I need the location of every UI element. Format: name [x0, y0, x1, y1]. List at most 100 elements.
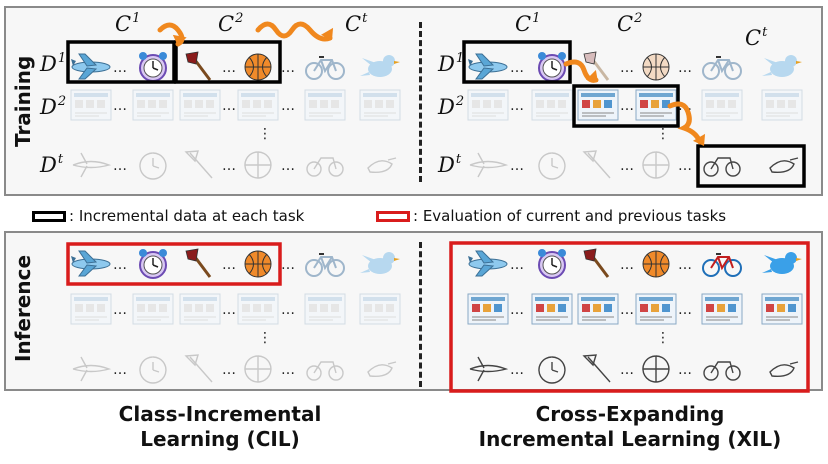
xil-inf-ellipsis: …: [620, 302, 634, 318]
axe-icon-cil-inf-d3-c3: [184, 354, 213, 383]
xil-inf-ellipsis: …: [620, 362, 634, 378]
bicycle-icon-xil-train-d3-c5: [703, 157, 741, 177]
legend-red-box-swatch: [376, 210, 410, 222]
cil-train-ellipsis: …: [113, 60, 127, 76]
cil-train-ellipsis: …: [281, 98, 295, 114]
alarm-clock-icon-xil-train-d3-c2: [538, 152, 566, 180]
bird-icon-cil-inf-d2-c6: [359, 293, 401, 325]
cil-inf-ellipsis: …: [113, 362, 127, 378]
xil-inf-ellipsis: …: [678, 362, 692, 378]
alarm-clock-icon-xil-train-d2-c2: [531, 89, 573, 121]
cil-inf-ellipsis: …: [113, 302, 127, 318]
bicycle-icon-cil-inf-d2-c5: [304, 293, 346, 325]
bicycle-icon-cil-inf-d1-c5: [305, 253, 345, 277]
xil-arrow-2-t: [667, 101, 703, 145]
inference-divider: [419, 242, 422, 387]
cil-inf-ellipsis: …: [113, 257, 127, 273]
basketball-icon-xil-inf-d2-c4: [635, 293, 677, 325]
cil-class-t-heading: Ct: [345, 11, 368, 36]
cil-task-1-box: [66, 40, 176, 84]
cil-inf-ellipsis: …: [222, 257, 236, 273]
axe-icon-cil-train-d3-c3: [184, 150, 213, 179]
xil-train-ellipsis: …: [510, 158, 524, 174]
xil-domain-t-label: Dt: [438, 152, 462, 177]
axe-icon-cil-train-d1-c3: [185, 51, 212, 81]
cil-inf-ellipsis: …: [281, 257, 295, 273]
xil-inf-vertical-dots: ⋮: [656, 330, 670, 346]
bird-icon-cil-inf-d3-c6: [367, 361, 397, 378]
xil-train-ellipsis: …: [678, 60, 692, 76]
xil-inf-ellipsis: …: [510, 362, 524, 378]
xil-train-vertical-dots: ⋮: [656, 126, 670, 142]
basketball-icon-cil-inf-d1-c4: [244, 250, 272, 278]
bird-icon-cil-train-d2-c6: [359, 89, 401, 121]
basketball-icon-cil-train-d3-c4: [244, 151, 272, 179]
cil-inf-ellipsis: …: [222, 302, 236, 318]
legend-evaluation: : Evaluation of current and previous tas…: [376, 207, 726, 225]
axe-icon-cil-train-d2-c3: [179, 89, 221, 121]
bird-icon-xil-inf-d3-c6: [769, 361, 799, 378]
cil-caption: Class-Incremental Learning (CIL): [118, 402, 322, 451]
basketball-icon-xil-train-d1-c4: [642, 53, 670, 81]
basketball-icon-xil-inf-d1-c4: [642, 250, 670, 278]
airplane-icon-xil-inf-d3-c1: [469, 356, 509, 382]
axe-icon-xil-train-d3-c3: [582, 150, 611, 179]
cil-train-ellipsis: …: [222, 60, 236, 76]
basketball-icon-cil-train-d1-c4: [244, 53, 272, 81]
airplane-icon-xil-train-d1-c1: [468, 53, 508, 80]
xil-inf-ellipsis: …: [678, 302, 692, 318]
xil-evaluation-box: [449, 241, 810, 393]
xil-arrow-2-t-head: [692, 133, 706, 146]
cil-inf-ellipsis: …: [222, 362, 236, 378]
xil-class-2-heading: C2: [617, 11, 643, 36]
axe-icon-xil-train-d1-c3: [583, 51, 610, 81]
alarm-clock-icon-xil-inf-d2-c2: [531, 293, 573, 325]
alarm-clock-icon-cil-inf-d1-c2: [139, 249, 167, 279]
alarm-clock-icon-xil-inf-d3-c2: [538, 356, 566, 384]
cil-train-ellipsis: …: [113, 158, 127, 174]
bird-icon-xil-train-d2-c6: [761, 89, 803, 121]
airplane-icon-cil-train-d2-c1: [70, 89, 112, 121]
cil-train-ellipsis: …: [281, 60, 295, 76]
basketball-icon-cil-inf-d3-c4: [244, 355, 272, 383]
bicycle-icon-xil-train-d1-c5: [702, 56, 742, 80]
xil-arrow-1-2-head: [585, 69, 598, 82]
xil-domain-2-label: D2: [438, 94, 465, 119]
xil-train-ellipsis: …: [510, 98, 524, 114]
bicycle-icon-xil-inf-d3-c5: [703, 361, 741, 381]
cil-domain-1-label: D1: [40, 51, 67, 76]
cil-arrow-1-2-head: [172, 34, 187, 46]
bicycle-icon-cil-train-d1-c5: [305, 56, 345, 80]
xil-class-t-heading: Ct: [745, 25, 768, 50]
cil-task-2-box: [174, 40, 282, 84]
airplane-icon-cil-train-d1-c1: [71, 53, 111, 80]
cil-arrow-2-t: [255, 21, 333, 42]
xil-inf-ellipsis: …: [510, 257, 524, 273]
xil-inf-ellipsis: …: [678, 257, 692, 273]
cil-train-ellipsis: …: [113, 98, 127, 114]
bird-icon-xil-train-d3-c6: [769, 157, 799, 174]
bird-icon-cil-train-d3-c6: [367, 157, 397, 174]
xil-class-1-heading: C1: [515, 11, 541, 36]
xil-inf-ellipsis: …: [620, 257, 634, 273]
basketball-icon-xil-train-d3-c4: [642, 151, 670, 179]
bird-icon-xil-train-d1-c6: [762, 55, 802, 77]
basketball-icon-cil-inf-d2-c4: [237, 293, 279, 325]
alarm-clock-icon-cil-train-d1-c2: [139, 52, 167, 82]
legend-incremental-data: : Incremental data at each task: [32, 207, 304, 225]
airplane-icon-xil-train-d3-c1: [469, 152, 509, 178]
bicycle-icon-cil-inf-d3-c5: [306, 361, 344, 381]
axe-icon-xil-train-d2-c3: [577, 89, 619, 121]
axe-icon-xil-inf-d2-c3: [577, 293, 619, 325]
cil-arrow-2-t-head: [320, 27, 334, 40]
cil-train-ellipsis: …: [222, 98, 236, 114]
axe-icon-xil-inf-d1-c3: [583, 248, 610, 278]
axe-icon-xil-inf-d3-c3: [582, 354, 611, 383]
cil-domain-t-label: Dt: [40, 152, 64, 177]
xil-train-ellipsis: …: [510, 60, 524, 76]
cil-domain-2-label: D2: [40, 94, 67, 119]
cil-train-ellipsis: …: [222, 158, 236, 174]
cil-inf-ellipsis: …: [281, 362, 295, 378]
axe-icon-cil-inf-d2-c3: [179, 293, 221, 325]
